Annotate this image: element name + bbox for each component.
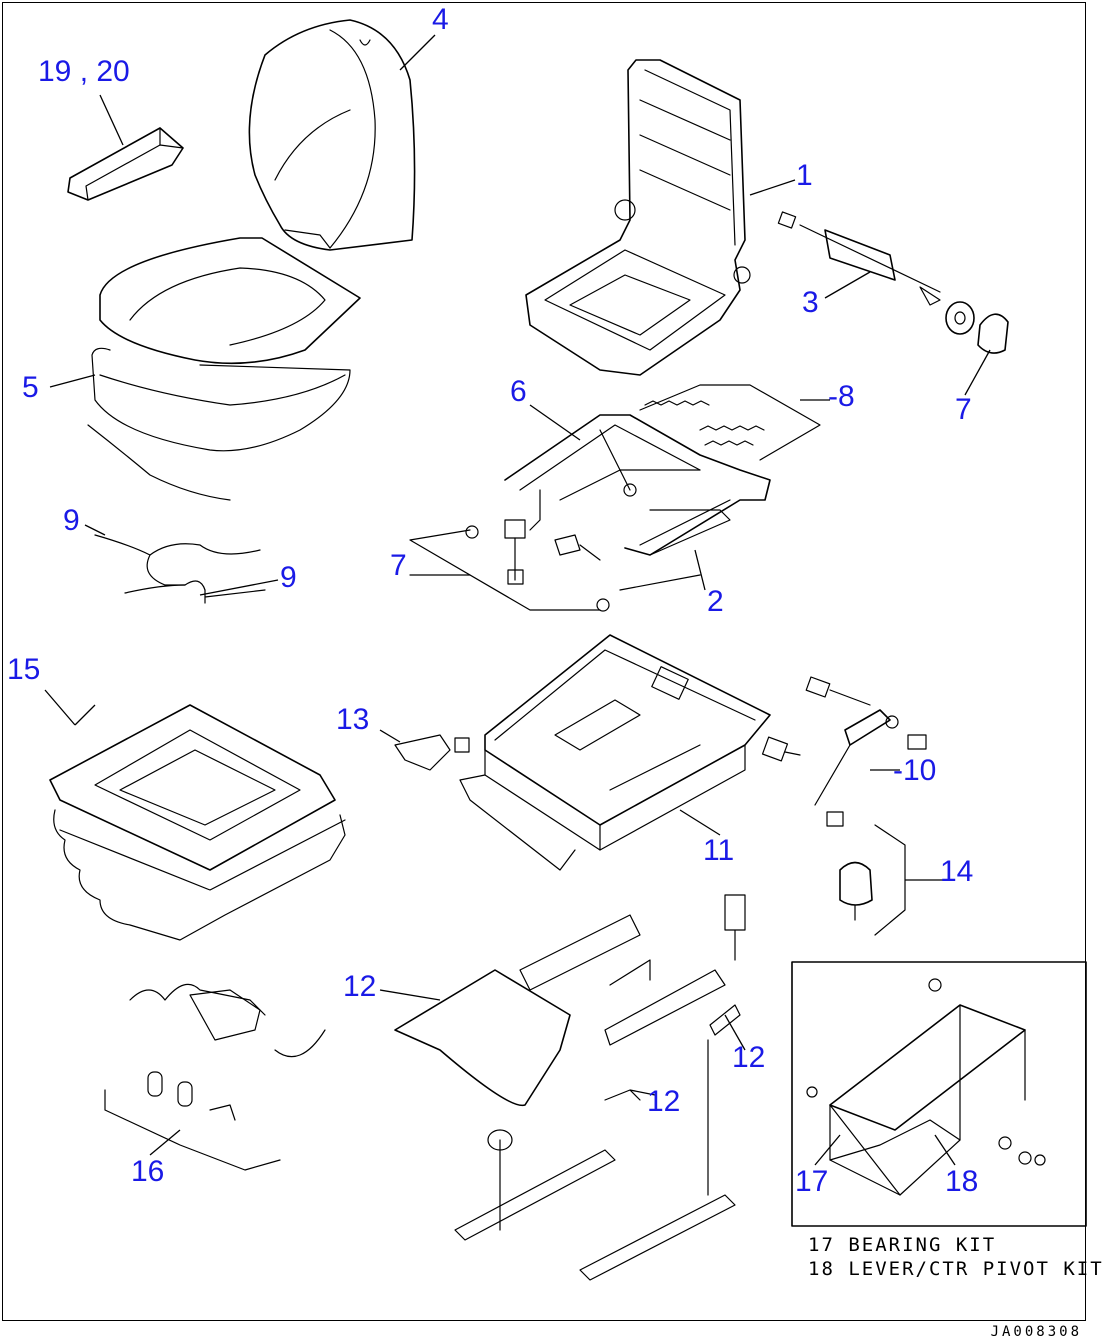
callout-12b: 12 [732,1041,766,1074]
callout-13: 13 [336,703,370,736]
part-seat-frame [525,59,751,376]
part-bracket [394,734,470,771]
part-damper-mount [826,811,906,936]
part-fastener-set [409,519,701,612]
callout-5: 5 [22,371,39,404]
callout-15: 15 [7,653,41,686]
part-seat-cushion [87,237,361,501]
leader-lines [44,34,991,1166]
legend-line-18: 18 LEVER/CTR PIVOT KIT [808,1258,1104,1280]
callout-7b: 7 [390,549,407,582]
part-washer-bushing [945,301,1009,354]
callout-14: 14 [940,855,974,888]
callout-4: 4 [432,3,449,36]
callout-9b: 9 [280,561,297,594]
legend-line-17: 17 BEARING KIT [808,1234,997,1256]
inset-box [791,961,1087,1227]
part-slide-rails [394,894,746,1281]
callout-16: 16 [131,1155,165,1188]
part-switch-harness [104,983,326,1171]
callout-12a: 12 [343,970,377,1003]
callout-11: 11 [703,834,735,867]
callout-7a: 7 [955,393,972,426]
part-springs [639,384,821,461]
part-backrest-cushion [248,19,416,251]
callout-1: 1 [796,159,813,192]
part-suspension-base [459,634,771,871]
callout-2: 2 [707,585,724,618]
callout-9a: 9 [63,504,80,537]
callout-18: 18 [945,1165,979,1198]
callout-17: 17 [795,1165,829,1198]
part-shock-absorber [761,676,927,806]
drawing-id: JA008308 [990,1324,1082,1340]
callout-6: 6 [510,375,527,408]
callout-12c: 12 [647,1085,681,1118]
callout-8: -8 [828,380,855,413]
part-adjuster [777,211,941,306]
part-armrest [67,127,184,201]
callout-19-20: 19 , 20 [38,55,130,88]
drawing-frame [2,2,1086,1321]
part-bellows-cover [49,704,346,941]
part-suspension-mechanism [504,414,771,556]
callout-3: 3 [802,286,819,319]
part-wire-harness [94,534,266,604]
callout-10: -10 [893,754,937,787]
